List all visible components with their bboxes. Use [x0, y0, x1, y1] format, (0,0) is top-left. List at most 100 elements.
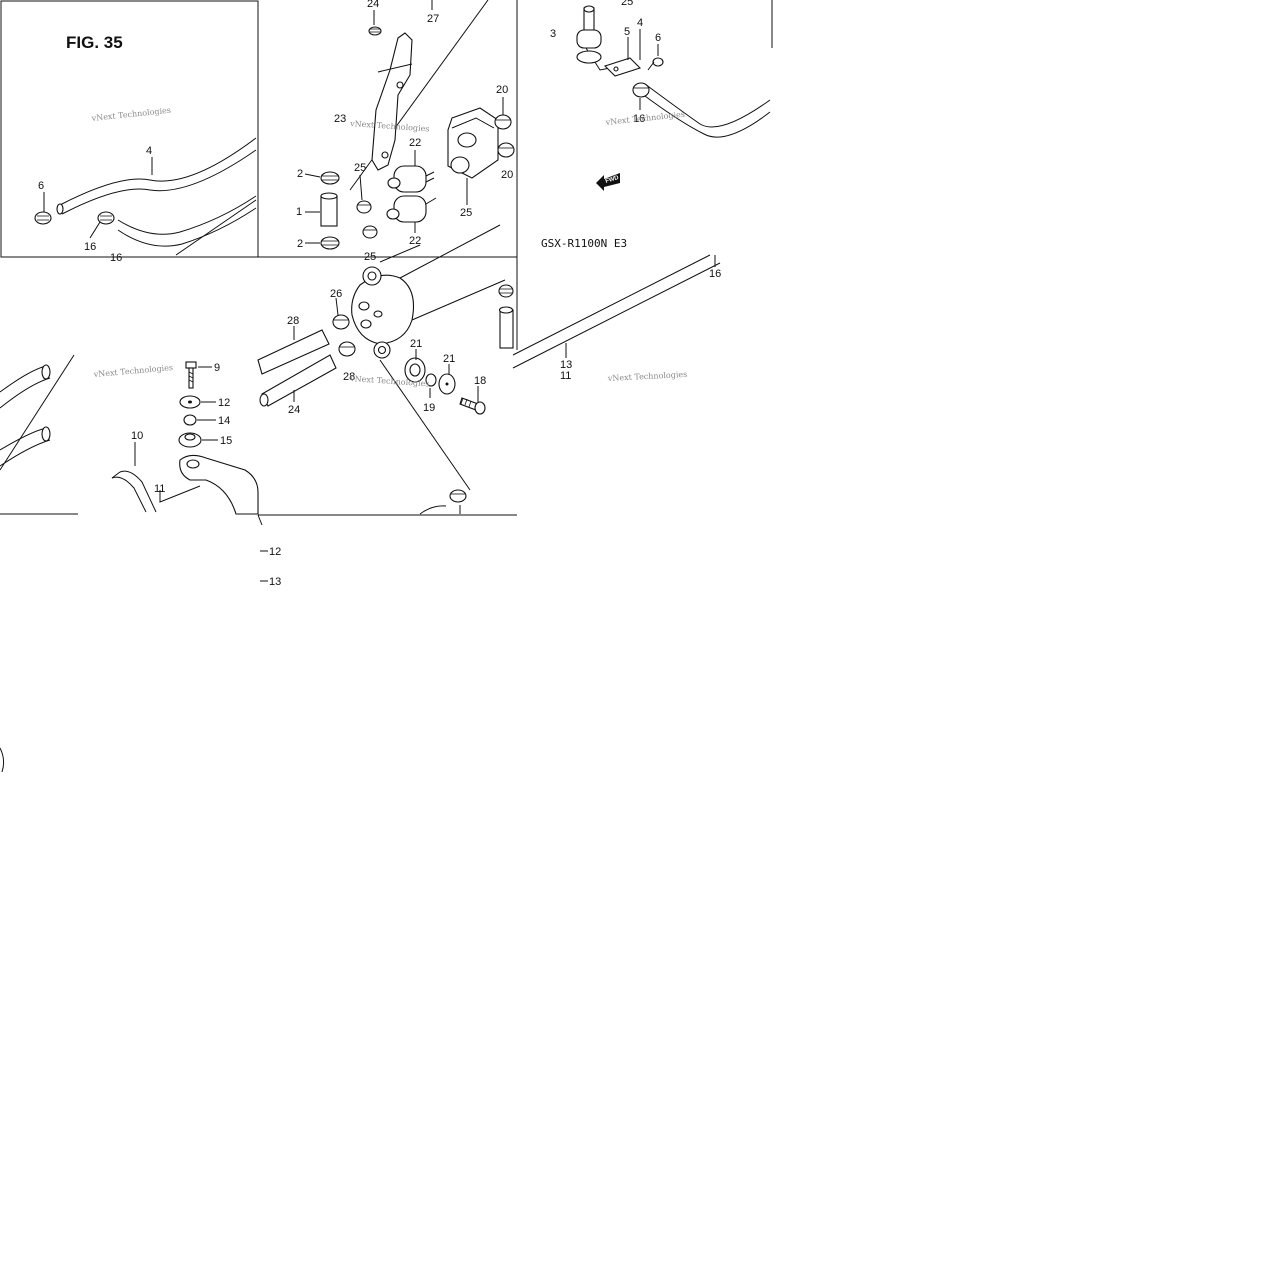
svg-text:FWD: FWD [605, 175, 620, 185]
band-8 [119, 470, 157, 513]
inset-clamp-right [97, 211, 115, 225]
left-watermark: vNext Technologies [92, 363, 173, 379]
fuel-filter-lower [386, 195, 437, 223]
callout-10: 9 [214, 362, 220, 374]
callout-20-a: 20 [496, 84, 508, 96]
callout-3: 3 [550, 28, 556, 40]
callout-19: 24 [288, 404, 300, 416]
inset-panel: FIG. 35 4 6 16 16 vNext Technologies [0, 0, 259, 264]
bolt-9 [459, 397, 486, 415]
washer-11 [438, 373, 456, 395]
fuel-filter-upper [387, 165, 435, 193]
fwd-arrow-icon: FWD [596, 173, 620, 191]
callout-21-upper: 26 [330, 288, 342, 300]
model-label: GSX-R1100N E3 [541, 237, 627, 250]
svg-text:6: 6 [655, 32, 661, 44]
inset-hose-upper [59, 137, 257, 206]
grommet-13-left [178, 432, 202, 448]
inset-hose-lower [117, 195, 257, 235]
clamp-bottom [449, 489, 467, 503]
callout-13: 21 [410, 338, 422, 350]
callout-11: 21 [443, 353, 455, 365]
callout-13-left: 15 [220, 435, 232, 447]
fuel-pump [351, 224, 506, 359]
inset-clamp-left [34, 211, 52, 225]
clamp-25-a [356, 200, 372, 214]
bolt-10 [185, 361, 197, 389]
callout-26: 4 [146, 145, 152, 157]
callout-23: 23 [334, 113, 346, 125]
callout-15: 11 [560, 370, 571, 382]
bolt-24 [368, 26, 382, 36]
grommet-13 [404, 357, 426, 383]
collar-12-left [183, 414, 197, 426]
callout-2-upper: 2 [297, 168, 303, 180]
clamp-20-a [494, 114, 512, 130]
middle-watermarks: vNext Technologies vNext Technologies [349, 370, 688, 389]
callout-25-holder: 25 [460, 207, 472, 219]
callout-27: 27 [427, 13, 439, 25]
callout-25-a: 25 [354, 162, 366, 174]
callout-20-bottom: 12 [269, 546, 281, 558]
clamp-21-lower [338, 341, 356, 357]
svg-text:16: 16 [709, 268, 721, 280]
callout-25-top: 25 [621, 0, 633, 8]
callout-22-upper: 22 [409, 137, 421, 149]
callout-1: 1 [296, 206, 302, 218]
hose-18 [257, 329, 330, 375]
callout-22-lower: 22 [409, 235, 421, 247]
callout-11-left: 12 [218, 397, 230, 409]
callout-24: 24 [367, 0, 379, 10]
callout-5: 5 [624, 26, 630, 38]
inset-hose-lower-edge [117, 207, 257, 247]
callout-12-left: 14 [218, 415, 230, 427]
inset-leader [175, 199, 257, 256]
svg-text:vNext Technologies: vNext Technologies [92, 363, 173, 379]
clamp-21-upper [332, 314, 350, 330]
fuel-line-14 [512, 254, 711, 356]
svg-text:vNext Technologies: vNext Technologies [607, 370, 688, 383]
hose-1 [320, 192, 338, 227]
collar-12 [425, 373, 437, 387]
callout-7: 11 [154, 483, 165, 495]
hose-clamp-plate [603, 57, 642, 77]
breather-hose [644, 83, 771, 128]
mount-cushion-3 [576, 5, 611, 71]
callout-20-b: 20 [501, 169, 513, 181]
clamp-20-b [497, 142, 515, 158]
callout-8: 10 [131, 430, 143, 442]
clamp-2-lower [320, 236, 340, 250]
callout-24-inset: 16 [110, 252, 122, 264]
callout-21-lower: 28 [343, 371, 355, 383]
inset-hose-upper-edge [61, 149, 257, 215]
upper-right-panel: FWD GSX-R1100N E3 25 3 5 4 4 6 6 16 16 v… [541, 0, 773, 250]
left-middle-panel: 9 12 14 15 10 11 vNext Technologies [0, 354, 259, 515]
callout-17: 13 [269, 576, 281, 588]
breather-hose-edge [644, 95, 771, 138]
svg-text:4: 4 [637, 17, 643, 29]
bottom-fragments: 12 13 [0, 514, 281, 773]
svg-text:16: 16 [633, 113, 645, 125]
callout-28-right: 16 [84, 241, 96, 253]
upper-center-panel: 24 27 23 2 25 1 2 25 22 22 25 20 20 vNex… [258, 0, 518, 263]
inset-hose-end [56, 203, 64, 215]
callout-12: 19 [423, 402, 435, 414]
clamp-25-b [362, 225, 378, 239]
callout-28-left: 6 [38, 180, 44, 192]
middle-row: 16 16 [257, 224, 721, 516]
callout-25-b: 25 [364, 251, 376, 263]
callout-2-lower: 2 [297, 238, 303, 250]
figure-title: FIG. 35 [66, 33, 123, 52]
washer-11-left [179, 395, 201, 409]
mount-bracket [371, 32, 413, 171]
callout-14: 13 [560, 359, 572, 371]
fuel-line-15 [512, 262, 721, 369]
callout-9: 18 [474, 375, 486, 387]
clamp-16 [632, 82, 650, 98]
pipe-right [498, 284, 514, 349]
bracket-7 [179, 454, 259, 515]
clamp-2-upper [320, 171, 340, 185]
callout-18: 28 [287, 315, 299, 327]
screw-6 [647, 57, 664, 71]
